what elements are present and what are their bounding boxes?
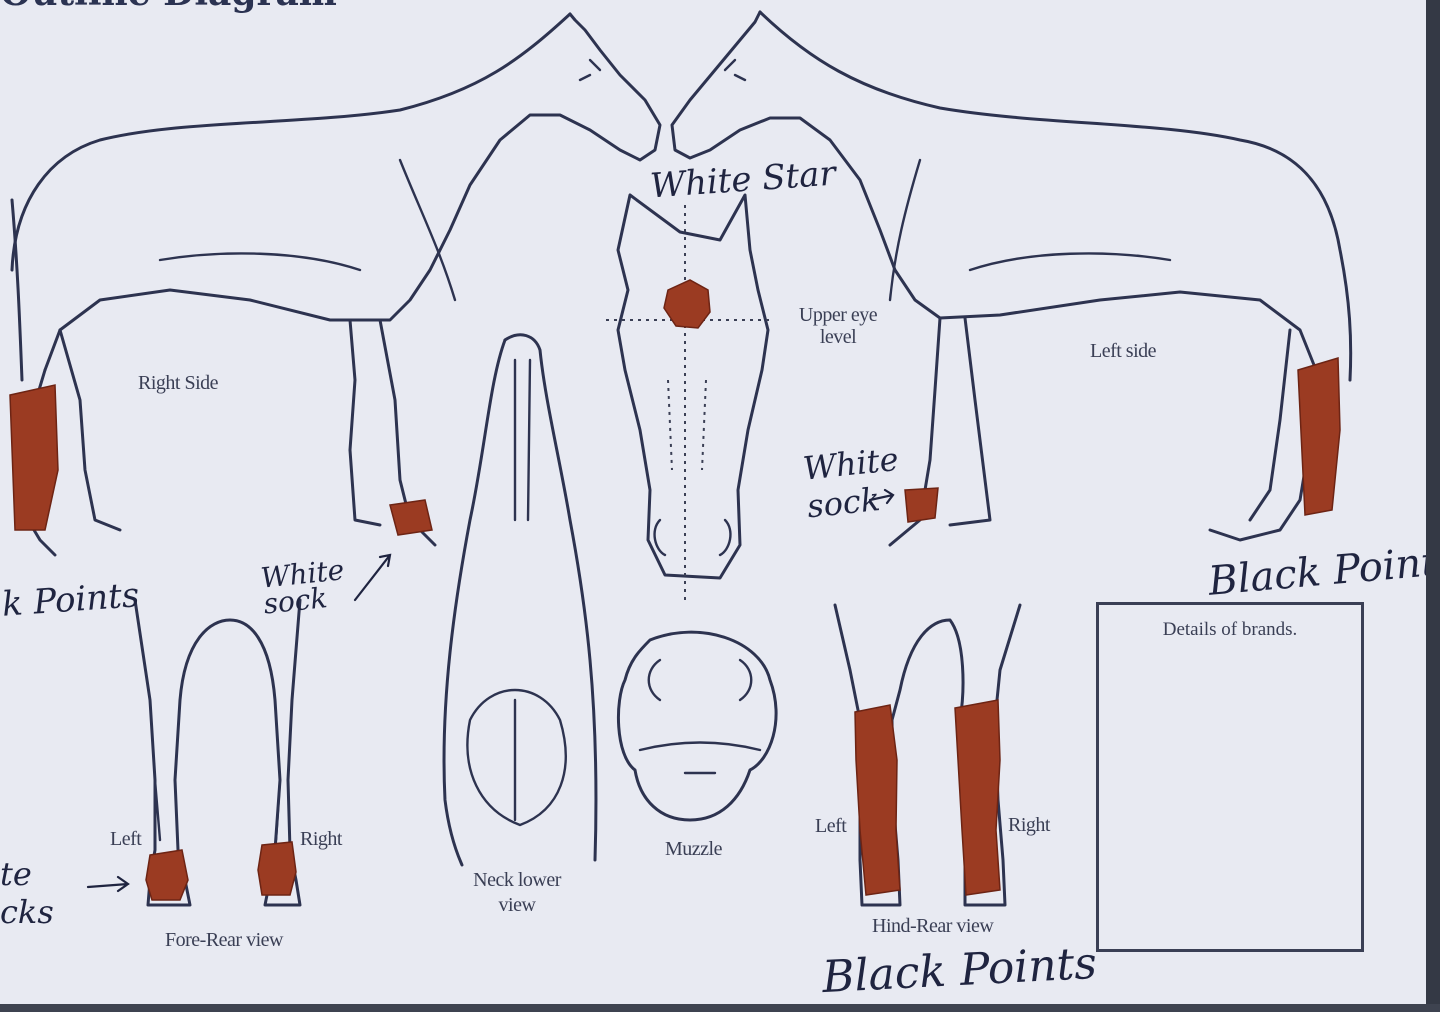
face-front-view xyxy=(606,195,770,600)
label-hind-right: Right xyxy=(1008,814,1050,837)
arrow-fore-left xyxy=(88,877,128,891)
handwritten-white-sock-left: White sock xyxy=(801,441,898,526)
right-side-fore-sock xyxy=(390,500,432,535)
label-left-side: Left side xyxy=(1090,340,1156,363)
right-side-hind-marking xyxy=(10,385,58,530)
fore-rear-view-legs xyxy=(135,600,300,905)
label-upper-eye-level: Upper eye level xyxy=(788,304,888,348)
label-muzzle: Muzzle xyxy=(665,838,722,861)
label-fore-right: Right xyxy=(300,828,342,851)
label-fore-rear-view: Fore-Rear view xyxy=(165,929,283,952)
fore-right-marking xyxy=(258,842,296,895)
brands-box-title: Details of brands. xyxy=(1099,619,1361,641)
muzzle-view xyxy=(618,632,776,820)
brands-details-box[interactable]: Details of brands. xyxy=(1096,602,1364,952)
left-side-horse xyxy=(672,12,1351,545)
left-side-fore-sock xyxy=(905,488,938,522)
neck-lower-view xyxy=(444,335,596,865)
hind-rear-view-legs xyxy=(835,605,1020,905)
handwritten-white-socks-edge: te cks xyxy=(0,855,40,931)
label-hind-rear-view: Hind-Rear view xyxy=(872,915,993,938)
label-right-side: Right Side xyxy=(138,372,218,395)
label-neck-lower-view: Neck lower view xyxy=(462,868,572,918)
scan-edge-bottom xyxy=(0,1004,1440,1012)
scan-edge-right xyxy=(1426,0,1440,1012)
hind-right-marking xyxy=(955,700,1000,895)
label-fore-left: Left xyxy=(110,828,141,851)
label-hind-left: Left xyxy=(815,815,846,838)
left-side-hind-marking xyxy=(1298,358,1340,515)
fore-left-marking xyxy=(146,850,188,900)
